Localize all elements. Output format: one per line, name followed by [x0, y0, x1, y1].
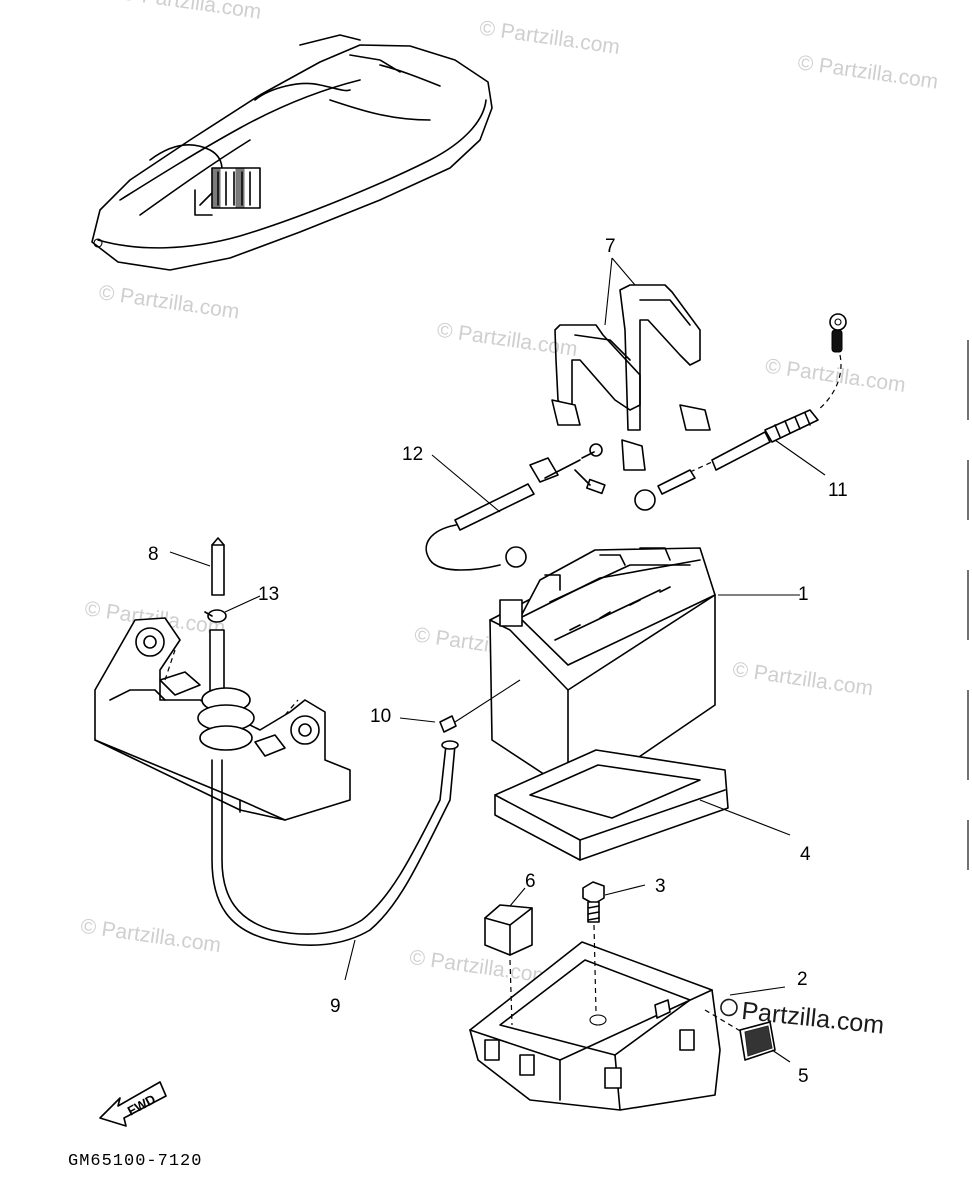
bolt — [582, 881, 605, 1013]
fwd-arrow: FWD — [99, 1081, 167, 1127]
callout-5: 5 — [798, 1066, 809, 1087]
watermark: © Partzilla.com — [796, 51, 939, 93]
leader-lines — [169, 257, 826, 1063]
callout-1: 1 — [798, 584, 809, 605]
battery-box-cushion — [484, 904, 533, 1026]
part-code: GM65100-7120 — [68, 1152, 202, 1171]
callout-10: 10 — [370, 706, 391, 727]
callout-6: 6 — [525, 871, 536, 892]
watermark: © Partzilla.com — [436, 319, 579, 361]
drain-hose — [211, 715, 459, 946]
battery-strap — [551, 284, 711, 471]
watermark: © Partzilla.com — [119, 0, 262, 24]
callout-12: 12 — [402, 444, 423, 465]
callouts: 1 2 3 4 5 6 7 8 9 10 11 12 13 — [148, 236, 848, 1087]
watermark: © Partzilla.com — [764, 355, 907, 397]
watermark: © Partzilla.com — [731, 658, 874, 700]
watermark: © Partzilla.com — [408, 946, 551, 988]
callout-8: 8 — [148, 544, 159, 565]
pad — [704, 1009, 776, 1061]
positive-cable — [634, 313, 847, 511]
callout-7: 7 — [605, 236, 616, 257]
callout-13: 13 — [258, 584, 279, 605]
negative-cable — [425, 443, 606, 571]
watermark: © Partzilla.com — [79, 915, 222, 957]
watermark: © Partzilla.com — [478, 16, 621, 58]
breather-pipe — [197, 537, 255, 751]
callout-9: 9 — [330, 996, 341, 1017]
battery — [489, 547, 716, 791]
watermark: © Partzilla.com — [97, 281, 240, 323]
battery-box — [469, 941, 721, 1111]
callout-2: 2 — [797, 969, 808, 990]
fwd-label: FWD — [125, 1091, 158, 1118]
callout-3: 3 — [655, 876, 666, 897]
callout-11: 11 — [828, 480, 848, 501]
battery-pad — [494, 749, 729, 861]
watercraft-overview — [91, 34, 493, 271]
callout-4: 4 — [800, 844, 811, 865]
